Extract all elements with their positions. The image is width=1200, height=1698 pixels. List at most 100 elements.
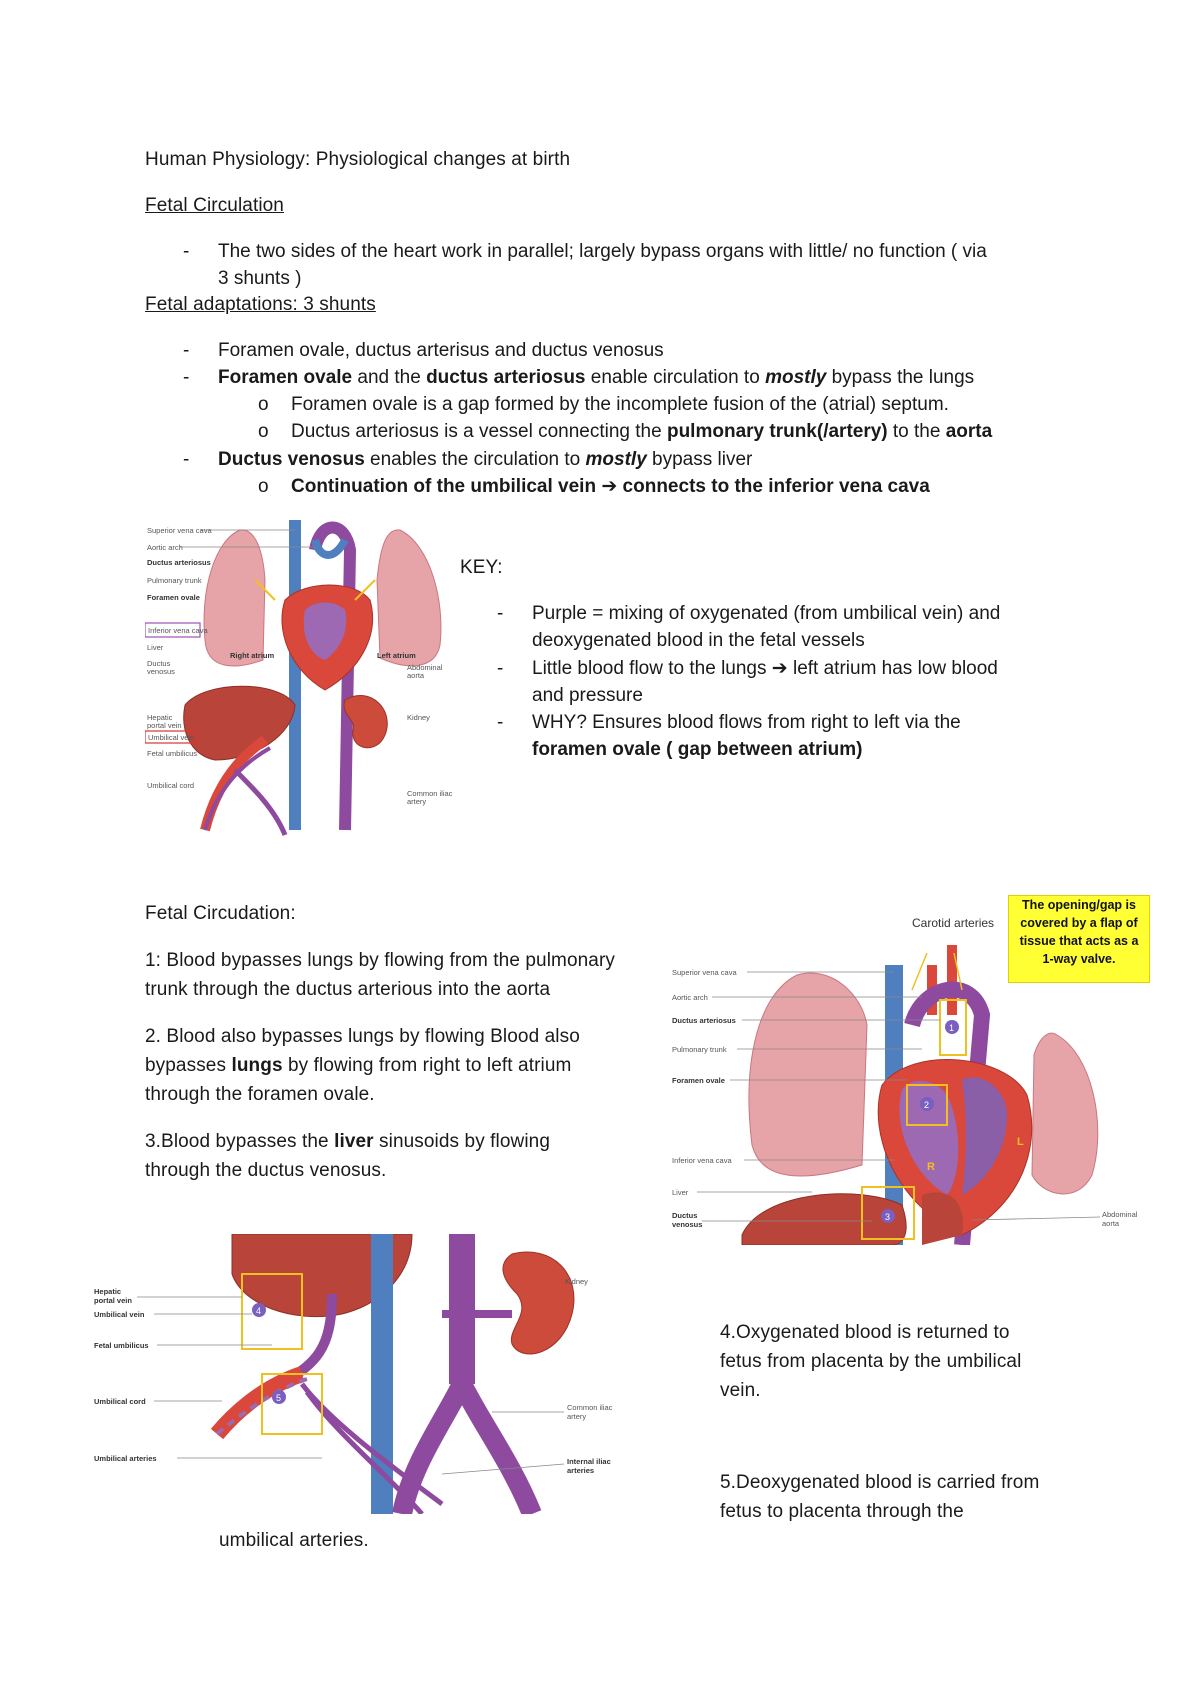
key-blood-flow: Little blood flow to the lungs ➔ left at…: [532, 655, 998, 709]
text: left atrium has low blood: [792, 658, 998, 679]
sub-bullet-marker: o: [258, 421, 269, 442]
label: Liver: [147, 643, 164, 652]
label: venosus: [672, 1220, 702, 1229]
section-heading-fetal-adaptations: Fetal adaptations: 3 shunts: [145, 294, 376, 315]
label-R: R: [927, 1161, 935, 1173]
text: through the foramen ovale.: [145, 1084, 375, 1105]
label: Left atrium: [377, 651, 416, 660]
label: aorta: [1102, 1219, 1120, 1228]
label: venosus: [147, 667, 175, 676]
text: sinusoids by flowing: [373, 1131, 551, 1152]
text: connects to the inferior vena cava: [622, 476, 930, 497]
right-lung: [203, 529, 266, 667]
term: ductus arteriosus: [426, 367, 586, 388]
bullet-dash: -: [183, 367, 190, 388]
label: Pulmonary trunk: [147, 576, 202, 585]
kidney: [502, 1251, 575, 1355]
liver: [183, 685, 296, 761]
label: Kidney: [407, 713, 430, 722]
text: fetus to placenta through the: [720, 1501, 964, 1522]
text: trunk through the ductus arterious into …: [145, 979, 551, 1000]
text: and pressure: [532, 685, 643, 706]
text: Little blood flow to the lungs: [532, 658, 767, 679]
kidney: [343, 694, 388, 749]
key-why: WHY? Ensures blood flows from right to l…: [532, 709, 961, 763]
umbilical-artery: [304, 1390, 424, 1514]
aorta: [904, 981, 991, 1245]
label-carotid: Carotid arteries: [912, 916, 994, 930]
text: through the ductus venosus.: [145, 1160, 387, 1181]
key-heading: KEY:: [460, 557, 503, 578]
bullet-dash: -: [497, 712, 504, 733]
text: 4.Oxygenated blood is returned to: [720, 1322, 1010, 1343]
label: Superior vena cava: [672, 968, 737, 977]
point-1: 1: Blood bypasses lungs by flowing from …: [145, 946, 665, 1004]
key-purple: Purple = mixing of oxygenated (from umbi…: [532, 600, 1000, 654]
marker-label: 5: [276, 1393, 281, 1403]
bullet-ductus-venosus: Ductus venosus enables the circulation t…: [218, 446, 752, 473]
valve-note: The opening/gap is covered by a flap of …: [1008, 895, 1150, 983]
text: by flowing from right to left atrium: [282, 1055, 572, 1076]
label: Common iliac: [567, 1403, 613, 1412]
marker-5: [272, 1390, 286, 1404]
label: artery: [407, 797, 426, 806]
label: Umbilical arteries: [94, 1454, 157, 1463]
bullet-dash: -: [497, 603, 504, 624]
page-title: Human Physiology: Physiological changes …: [145, 149, 571, 170]
highlight-box-4: [241, 1273, 303, 1350]
label: Ductus arteriosus: [147, 558, 211, 567]
text: WHY? Ensures blood flows from right to l…: [532, 712, 961, 733]
bullet-dash: -: [183, 449, 190, 470]
bullet-dash: -: [497, 658, 504, 679]
figure-fetal-circulation: Superior vena cava Aortic arch Ductus ar…: [145, 520, 455, 840]
right-lung: [748, 972, 868, 1177]
bullet-parallel-heart: The two sides of the heart work in paral…: [218, 238, 1098, 292]
label: Hepatic: [94, 1287, 121, 1296]
text: 1: Blood bypasses lungs by flowing from …: [145, 950, 615, 971]
marker-label: 2: [924, 1100, 929, 1110]
label: Internal iliac: [567, 1457, 611, 1466]
highlight-box-2: [906, 1084, 948, 1126]
note-line: tissue that acts as a: [1019, 934, 1139, 948]
label: Fetal umbilicus: [94, 1341, 149, 1350]
figure-heart-detail: Carotid arteries 1 2 3 R L Superior vena…: [662, 905, 1142, 1245]
label: Aortic arch: [147, 543, 183, 552]
label: Foramen ovale: [672, 1076, 725, 1085]
highlight-box-3: [861, 1186, 915, 1240]
text: bypass liver: [646, 449, 753, 470]
arrow-icon: ➔: [766, 658, 793, 679]
text: 2. Blood also bypasses lungs by flowing …: [145, 1026, 580, 1047]
label: Superior vena cava: [147, 526, 212, 535]
point-2: 2. Blood also bypasses lungs by flowing …: [145, 1022, 665, 1109]
bullet-text: The two sides of the heart work in paral…: [218, 241, 987, 262]
section-heading-fetal-circulation: Fetal Circulation: [145, 195, 284, 216]
marker-label: 4: [256, 1306, 261, 1316]
marker-label: 3: [885, 1212, 890, 1222]
label: Ductus: [672, 1211, 697, 1220]
emphasis: mostly: [585, 449, 647, 470]
term: pulmonary trunk(/artery): [666, 421, 888, 442]
point-4: 4.Oxygenated blood is returned to fetus …: [720, 1318, 1140, 1405]
umbilical-cord: [210, 1366, 305, 1440]
label: Ductus arteriosus: [672, 1016, 736, 1025]
term: Foramen ovale: [218, 367, 353, 388]
bullet-dash: -: [183, 340, 190, 361]
label: Pulmonary trunk: [672, 1045, 727, 1054]
label: portal vein: [147, 721, 182, 730]
label: Inferior vena cava: [148, 626, 208, 635]
text: enables the circulation to: [364, 449, 586, 470]
label: Common iliac: [407, 789, 453, 798]
text: enable circulation to: [585, 367, 766, 388]
text: Continuation of the umbilical vein: [291, 476, 597, 497]
note-line: The opening/gap is: [1022, 898, 1136, 912]
label: arteries: [567, 1466, 594, 1475]
text: 5.Deoxygenated blood is carried from: [720, 1472, 1040, 1493]
label: Right atrium: [230, 651, 274, 660]
highlight-box-5: [261, 1373, 323, 1435]
term: Ductus venosus: [218, 449, 365, 470]
sub-bullet-umbilical-vein: Continuation of the umbilical vein ➔ con…: [291, 473, 930, 500]
label: Aortic arch: [672, 993, 708, 1002]
text: fetus from placenta by the umbilical: [720, 1351, 1022, 1372]
term: lungs: [231, 1055, 283, 1076]
highlight-box-1: [939, 999, 967, 1056]
